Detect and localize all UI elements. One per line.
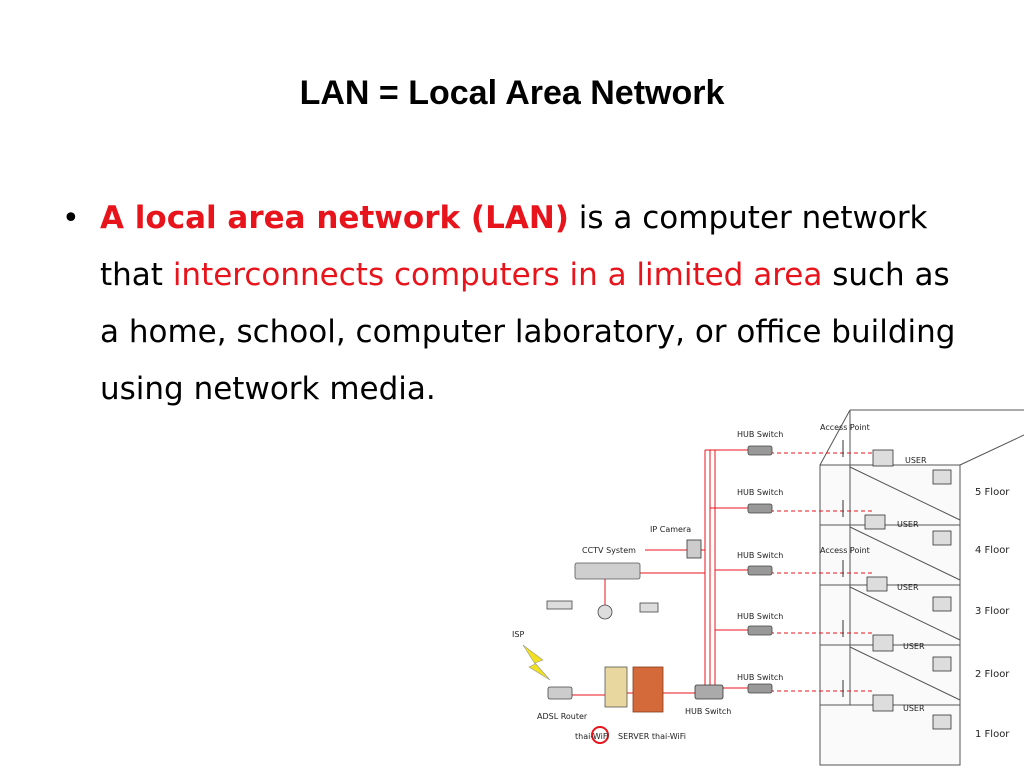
user-label-5: USER <box>905 456 927 465</box>
lan-network-diagram: HUB Switch HUB Switch HUB Switch HUB Swi… <box>512 409 1024 766</box>
hub-label-1: HUB Switch <box>737 673 783 682</box>
slide-title: LAN = Local Area Network <box>299 74 725 112</box>
thai-wifi-label: thai-WiFi <box>575 732 609 741</box>
cctv-camera-icons <box>546 600 659 620</box>
adsl-router-icon <box>547 686 573 700</box>
bullet-paragraph: • A local area network (LAN) is a comput… <box>62 190 962 418</box>
bullet-text-part2: is a computer network that <box>100 200 928 293</box>
bullet-term: A local area network (LAN) <box>100 200 569 236</box>
user-label-1: USER <box>903 704 925 713</box>
main-hub-switch-label: HUB Switch <box>685 707 731 716</box>
floor-label-3: 3 Floor <box>975 606 1010 617</box>
adsl-router-label: ADSL Router <box>537 712 588 721</box>
hub-label-3: HUB Switch <box>737 551 783 560</box>
bullet-highlight: interconnects computers in a limited are… <box>172 257 823 293</box>
user-label-2: USER <box>903 642 925 651</box>
server-icon <box>604 666 628 708</box>
hub-label-4: HUB Switch <box>737 488 783 497</box>
hub-label-5: HUB Switch <box>737 430 783 439</box>
server-label: SERVER thai-WiFi <box>618 732 686 741</box>
bullet-text-part4: such as a home, school, computer laborat… <box>100 257 956 407</box>
dashed-links <box>770 452 875 692</box>
floor-label-5: 5 Floor <box>975 487 1010 498</box>
bullet-text: A local area network (LAN) is a computer… <box>100 190 960 418</box>
floor-label-1: 1 Floor <box>975 729 1010 740</box>
ip-camera-icon <box>686 539 702 559</box>
access-point-label-4: Access Point <box>820 546 870 555</box>
user-label-3: USER <box>897 583 919 592</box>
access-point-label-5: Access Point <box>820 423 870 432</box>
firewall-icon <box>632 666 664 713</box>
isp-label: ISP <box>512 630 524 639</box>
lightning-icon <box>522 644 551 681</box>
ip-camera-label: IP Camera <box>650 525 691 534</box>
floor-label-2: 2 Floor <box>975 669 1010 680</box>
floor-hub-switches <box>747 445 773 694</box>
floor-label-4: 4 Floor <box>975 545 1010 556</box>
user-computer-icons <box>864 449 952 730</box>
main-hub-switch-icon <box>694 684 724 700</box>
cctv-label: CCTV System <box>582 546 636 555</box>
bullet-dot-icon: • <box>62 201 80 236</box>
thai-wifi-logo-icon <box>591 726 609 744</box>
hub-label-2: HUB Switch <box>737 612 783 621</box>
user-label-4: USER <box>897 520 919 529</box>
cctv-recorder-icon <box>574 562 641 580</box>
